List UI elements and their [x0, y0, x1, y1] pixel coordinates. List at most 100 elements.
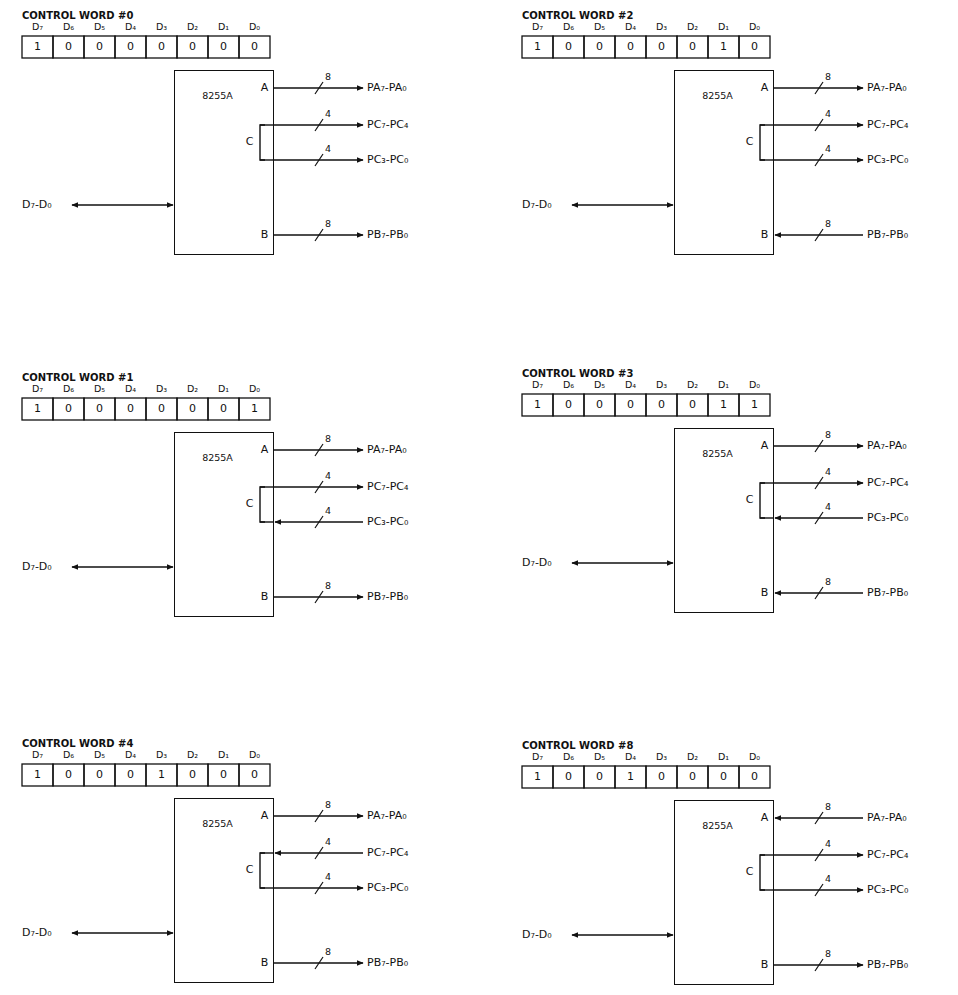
bit-cell [53, 398, 84, 420]
bus-width-slash [315, 119, 323, 131]
bit-name: D₁ [218, 750, 229, 760]
chip-name: 8255A [702, 90, 733, 100]
data-bus-label: D₇-D₀ [522, 929, 552, 941]
bit-name: D₃ [156, 384, 167, 394]
bit-cell [115, 764, 146, 786]
port-letter: B [761, 958, 769, 970]
port-c-wire [260, 486, 274, 487]
bit-value: 0 [127, 41, 134, 53]
bit-cell [84, 764, 115, 786]
port-c-wire [760, 854, 774, 855]
bus-width-slash [815, 229, 823, 241]
bit-name: D₇ [532, 752, 543, 762]
port-letter: C [246, 864, 254, 876]
bit-cell [177, 398, 208, 420]
data-bus-label: D₇-D₀ [22, 561, 52, 573]
bus-width: 4 [825, 874, 831, 884]
port-letter: A [261, 443, 269, 455]
bit-cell [22, 398, 53, 420]
port-c-bracket [260, 487, 265, 522]
port-letter: C [246, 498, 254, 510]
port-c-bracket [760, 125, 765, 160]
bus-width-slash [315, 82, 323, 94]
chip-8255a: 8255AACB [174, 798, 274, 983]
bit-cell [522, 394, 553, 416]
bus-width-slash [315, 154, 323, 166]
bit-cell [177, 36, 208, 58]
bit-cell [553, 36, 584, 58]
bus-width-slash [315, 810, 323, 822]
bus-width: 8 [325, 947, 331, 957]
bit-value: 1 [720, 399, 727, 411]
bit-cell [646, 36, 677, 58]
bit-cell [239, 764, 270, 786]
bit-name: D₇ [32, 750, 43, 760]
bit-name: D₄ [625, 380, 636, 390]
bit-name: D₂ [187, 750, 198, 760]
bit-name: D₅ [594, 752, 605, 762]
bit-value: 0 [596, 41, 603, 53]
bit-cell [584, 394, 615, 416]
chip-name: 8255A [202, 90, 233, 100]
bit-cell [208, 764, 239, 786]
bit-cell [22, 764, 53, 786]
chip-name: 8255A [202, 452, 233, 462]
bus-width-slash [315, 591, 323, 603]
data-bus-label: D₇-D₀ [522, 557, 552, 569]
port-c-wire [260, 887, 274, 888]
bit-value: 0 [689, 399, 696, 411]
bit-value: 0 [627, 41, 634, 53]
port-pin-label: PC₇-PC₄ [867, 477, 908, 489]
bit-name: D₇ [532, 380, 543, 390]
bit-name: D₁ [218, 22, 229, 32]
bus-width-slash [815, 154, 823, 166]
bit-name: D₄ [625, 22, 636, 32]
port-c-wire [760, 124, 774, 125]
data-bus-arrow [72, 566, 173, 567]
bit-cell [22, 36, 53, 58]
chip-8255a: 8255AACB [174, 432, 274, 617]
bit-name: D₆ [563, 22, 574, 32]
bit-cell [53, 764, 84, 786]
bit-cell [115, 36, 146, 58]
port-pin-label: PA₇-PA₀ [367, 82, 407, 94]
bit-value: 0 [158, 41, 165, 53]
port-c-wire [760, 482, 774, 483]
port-pin-label: PB₇-PB₀ [867, 587, 908, 599]
bit-value: 1 [34, 403, 41, 415]
bit-name: D₅ [94, 750, 105, 760]
bit-name: D₂ [687, 380, 698, 390]
chip-8255a: 8255AACB [174, 70, 274, 255]
bit-value: 0 [96, 769, 103, 781]
bus-width: 4 [825, 144, 831, 154]
bit-name: D₂ [687, 22, 698, 32]
bit-name: D₃ [156, 22, 167, 32]
bit-name: D₀ [749, 380, 760, 390]
bit-cell [553, 394, 584, 416]
bus-width: 8 [825, 430, 831, 440]
port-c-wire [260, 159, 274, 160]
bit-cell [584, 36, 615, 58]
port-c-wire [260, 521, 274, 522]
bit-value: 1 [534, 399, 541, 411]
bus-width-slash [315, 481, 323, 493]
bus-width: 4 [325, 506, 331, 516]
port-letter: B [761, 228, 769, 240]
bit-value: 0 [751, 771, 758, 783]
bit-value: 0 [596, 771, 603, 783]
port-pin-label: PB₇-PB₀ [367, 229, 408, 241]
control-word-title: CONTROL WORD #3 [522, 368, 633, 379]
port-c-wire [760, 889, 774, 890]
port-pin-label: PC₃-PC₀ [867, 512, 908, 524]
bit-value: 0 [658, 41, 665, 53]
bit-name: D₁ [218, 384, 229, 394]
bit-name: D₃ [156, 750, 167, 760]
bit-value: 1 [720, 41, 727, 53]
bit-name: D₇ [32, 384, 43, 394]
bit-name: D₀ [749, 22, 760, 32]
bit-value: 0 [220, 403, 227, 415]
bit-value: 0 [251, 41, 258, 53]
port-letter: B [261, 956, 269, 968]
bit-value: 0 [158, 403, 165, 415]
